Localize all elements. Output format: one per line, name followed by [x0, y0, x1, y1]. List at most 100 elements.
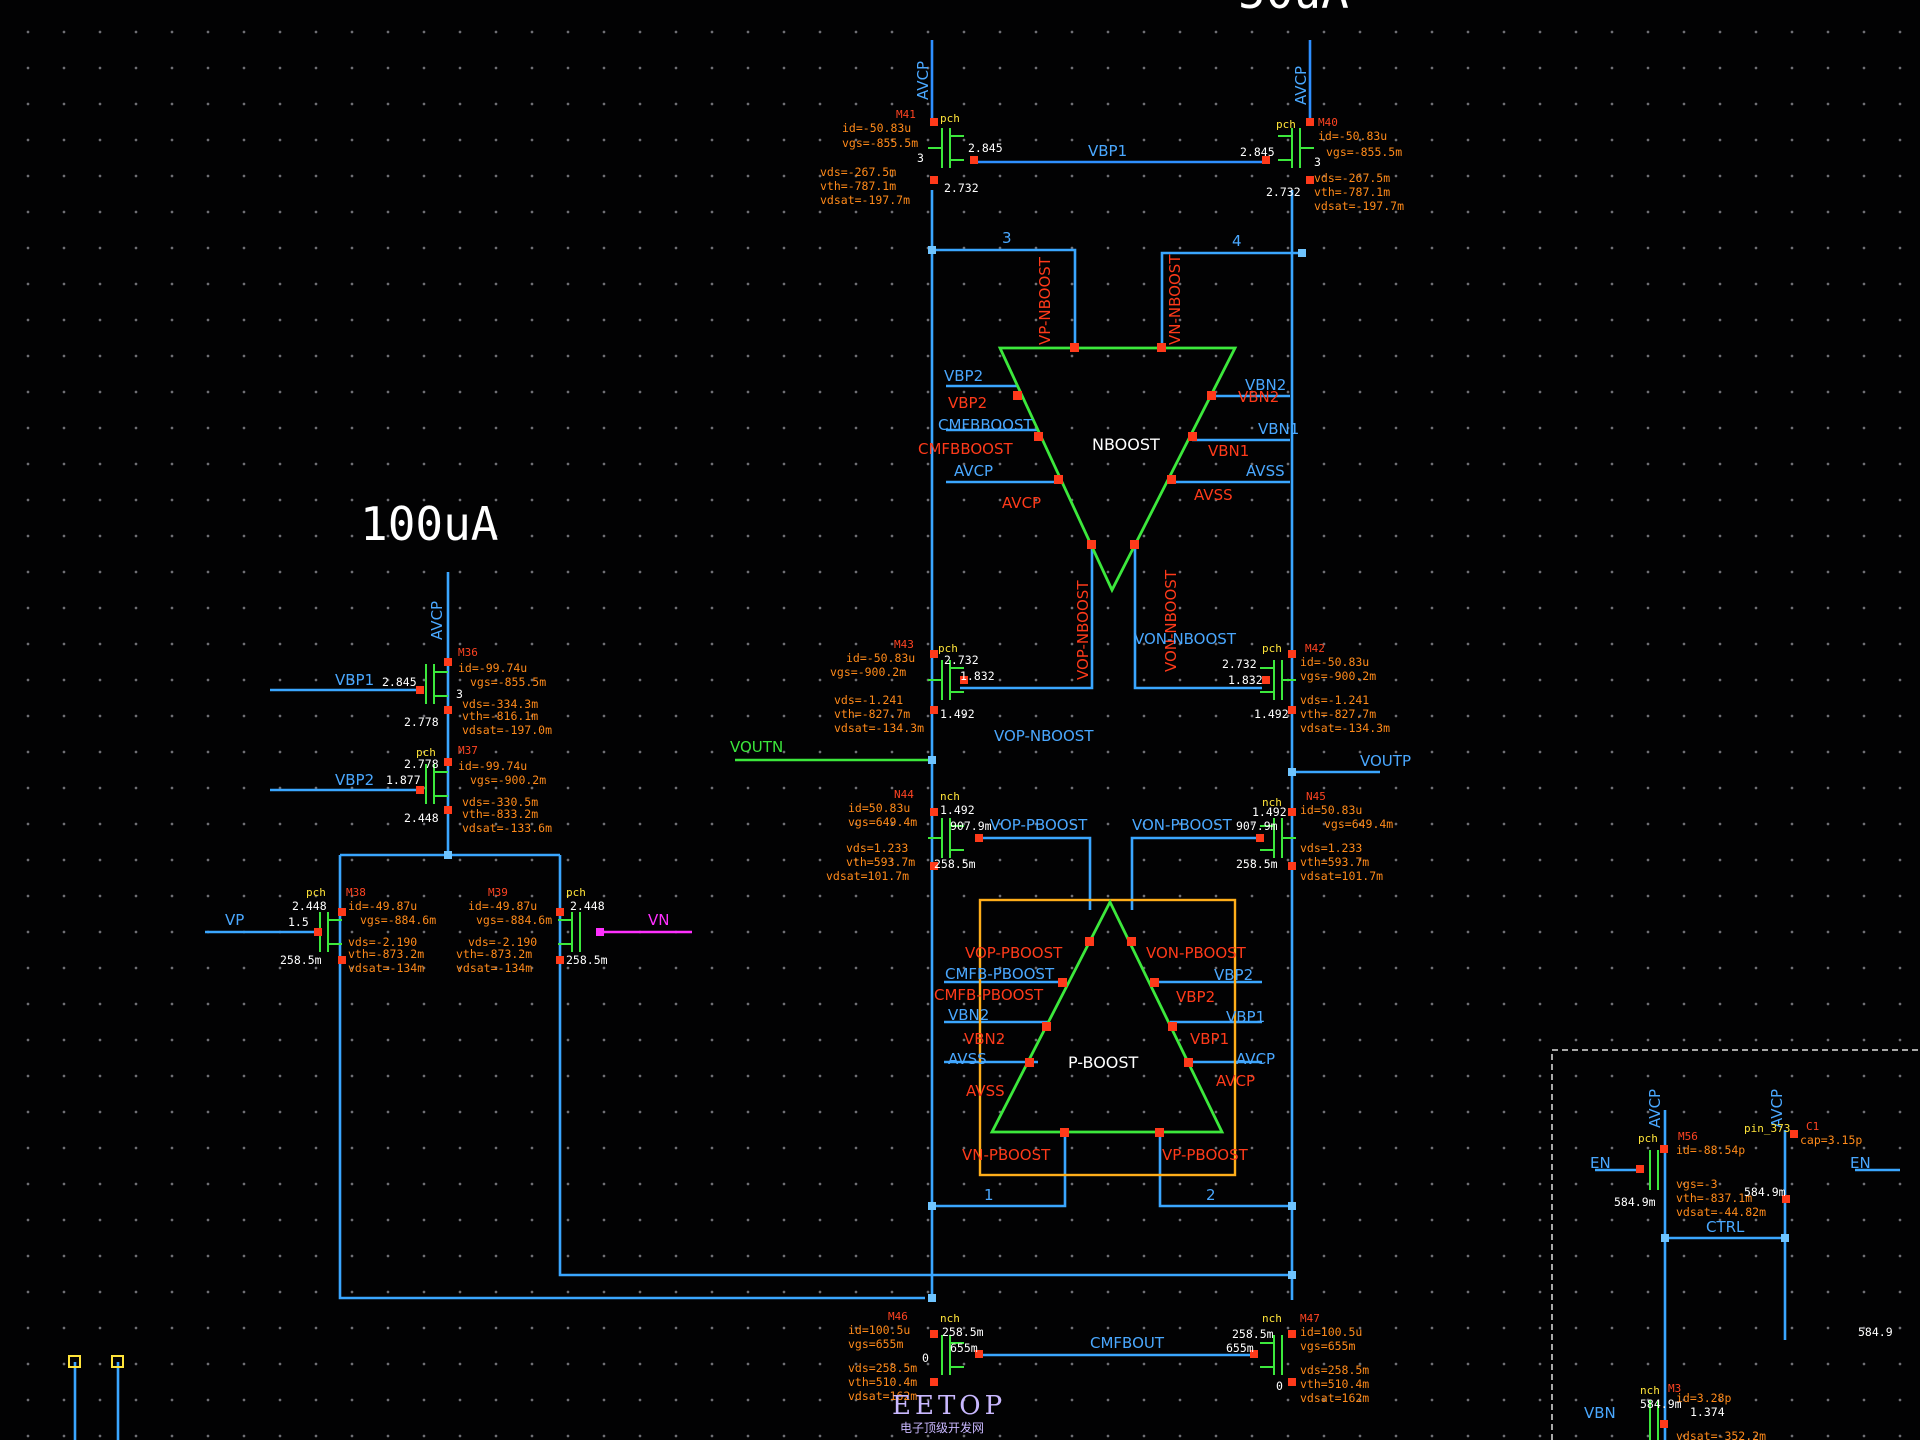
corner-subcircuit[interactable]: EN EN CTRL AVCP AVCP M56 pch id=-88.54p … — [1584, 1089, 1893, 1440]
net-1-label: 1 — [984, 1186, 994, 1204]
device-m43[interactable]: M43 pch id=-50.83u vgs=-900.2m vds=-1.24… — [830, 638, 995, 735]
svg-text:CTRL: CTRL — [1706, 1218, 1745, 1236]
svg-text:2.778: 2.778 — [404, 715, 439, 729]
svg-text:655m: 655m — [950, 1341, 978, 1355]
svg-text:655m: 655m — [1226, 1341, 1254, 1355]
nboost-symbol[interactable] — [997, 346, 1238, 594]
svg-text:pch: pch — [1276, 118, 1296, 131]
device-n44[interactable]: N44 nch id=50.83u vgs=649.4m vds=1.233 v… — [826, 788, 992, 883]
pboost-pin-vbp1: VBP1 — [1226, 1008, 1265, 1026]
pboost-pin-vbp2-red: VBP2 — [1176, 988, 1215, 1006]
svg-text:vgs=655m: vgs=655m — [848, 1337, 903, 1351]
nboost-pin-cmfbboost: CMFBBOOST — [938, 416, 1033, 434]
svg-text:M37: M37 — [458, 744, 478, 757]
device-m46[interactable]: M46 nch id=100.5u vgs=655m vds=258.5m vt… — [848, 1310, 984, 1403]
svg-text:584.9m: 584.9m — [1640, 1397, 1682, 1411]
vp-label: VP — [225, 911, 244, 929]
svg-text:1.492: 1.492 — [1252, 805, 1287, 819]
vbp1-top-label: VBP1 — [1088, 142, 1127, 160]
svg-text:vds=-334.3m: vds=-334.3m — [462, 697, 538, 711]
pboost-symbol[interactable] — [989, 898, 1225, 1134]
device-m38[interactable]: M38 pch id=-49.87u vgs=-884.6m vds=-2.19… — [280, 886, 436, 975]
nboost-pin-vbn2-red: VBN2 — [1238, 388, 1279, 406]
svg-text:2.448: 2.448 — [404, 811, 439, 825]
svg-text:EN: EN — [1850, 1154, 1871, 1172]
svg-text:0: 0 — [1276, 1379, 1283, 1393]
svg-text:vds=1.233: vds=1.233 — [1300, 841, 1362, 855]
svg-text:M3: M3 — [1668, 1382, 1681, 1395]
device-m40[interactable]: M40 pch id=-50.83u vgs=-855.5m vds=-267.… — [1240, 116, 1404, 213]
svg-text:2.845: 2.845 — [968, 141, 1003, 155]
svg-text:vth=-827.7m: vth=-827.7m — [1300, 707, 1376, 721]
device-n45[interactable]: N45 nch id=50.83u vgs=649.4m vds=1.233 v… — [1236, 790, 1393, 883]
pboost-pin-vbp2: VBP2 — [1214, 966, 1253, 984]
pboost-highlight-box — [978, 898, 1237, 1177]
svg-text:vds=258.5m: vds=258.5m — [848, 1361, 917, 1375]
svg-text:vgs=649.4m: vgs=649.4m — [1324, 817, 1393, 831]
svg-text:vdsat=162m: vdsat=162m — [848, 1389, 917, 1403]
svg-text:pch: pch — [1638, 1132, 1658, 1145]
pboost-pin-vbn2-red: VBN2 — [964, 1030, 1005, 1048]
svg-text:vdsat=-197.7m: vdsat=-197.7m — [1314, 199, 1404, 213]
svg-text:vth=-816.1m: vth=-816.1m — [462, 709, 538, 723]
device-m42[interactable]: M42 pch id=-50.83u vgs=-900.2m vds=-1.24… — [1222, 642, 1390, 735]
avcp-label-left: AVCP — [914, 61, 932, 100]
svg-text:vdsat=-134m: vdsat=-134m — [348, 961, 424, 975]
svg-text:vdsat=-44.82m: vdsat=-44.82m — [1676, 1205, 1766, 1219]
svg-text:vth=-787.1m: vth=-787.1m — [1314, 185, 1390, 199]
svg-text:3: 3 — [456, 687, 463, 701]
svg-text:258.5m: 258.5m — [566, 953, 608, 967]
device-m47[interactable]: M47 nch id=100.5u vgs=655m vds=258.5m vt… — [1226, 1312, 1369, 1405]
svg-text:2.778: 2.778 — [404, 757, 439, 771]
svg-text:1.492: 1.492 — [940, 803, 975, 817]
device-m37[interactable]: M37 pch id=-99.74u vgs=-900.2m vds=-330.… — [386, 744, 552, 835]
nboost-bot-right-pin: VON-NBOOST — [1162, 569, 1180, 672]
net-4-label: 4 — [1232, 232, 1242, 250]
svg-text:vgs=-900.2m: vgs=-900.2m — [830, 665, 906, 679]
current-label-100ua: 100uA — [360, 497, 498, 551]
svg-text:M56: M56 — [1678, 1130, 1698, 1143]
svg-text:258.5m: 258.5m — [942, 1325, 984, 1339]
junction-dots — [444, 246, 1789, 1302]
svg-text:id=50.83u: id=50.83u — [848, 801, 910, 815]
pboost-pin-avss: AVSS — [948, 1050, 987, 1068]
svg-text:1.832: 1.832 — [960, 669, 995, 683]
nboost-bot-right-pin-b: VON-NBOOST — [1134, 630, 1237, 648]
pboost-bot-left-pin: VN-PBOOST — [962, 1146, 1051, 1164]
svg-text:nch: nch — [1640, 1384, 1660, 1397]
svg-text:N45: N45 — [1306, 790, 1326, 803]
title-50ua-right: 50uA — [1238, 0, 1349, 19]
device-m41[interactable]: M41 pch id=-50.83u vgs=-855.5m vds=-267.… — [820, 108, 1003, 207]
svg-text:vth=510.4m: vth=510.4m — [1300, 1377, 1369, 1391]
nboost-top-right-pin: VN-NBOOST — [1166, 254, 1184, 345]
eetop-watermark: EETOP 电子顶级开发网 — [892, 1391, 1002, 1435]
svg-text:vth=593.7m: vth=593.7m — [1300, 855, 1369, 869]
svg-text:id=-88.54p: id=-88.54p — [1676, 1143, 1745, 1157]
svg-text:AVCP: AVCP — [1646, 1089, 1664, 1128]
svg-text:nch: nch — [940, 1312, 960, 1325]
pboost-pin-vbp1-red: VBP1 — [1190, 1030, 1229, 1048]
device-m39[interactable]: M39 pch id=-49.87u vgs=-884.6m vds=-2.19… — [456, 886, 608, 975]
svg-text:vth=-873.2m: vth=-873.2m — [348, 947, 424, 961]
svg-text:M36: M36 — [458, 646, 478, 659]
svg-text:584.9m: 584.9m — [1614, 1195, 1656, 1209]
pin-markers — [314, 118, 1798, 1428]
svg-text:584.9m: 584.9m — [1744, 1185, 1786, 1199]
svg-text:vdsat=-352.2m: vdsat=-352.2m — [1676, 1429, 1766, 1440]
svg-text:pch: pch — [940, 112, 960, 125]
device-m36[interactable]: M36 id=-99.74u vgs=-855.5m vds=-334.3m v… — [382, 646, 552, 737]
svg-text:2.732: 2.732 — [1266, 185, 1301, 199]
svg-text:1.5: 1.5 — [288, 915, 309, 929]
svg-text:vdsat=-197.0m: vdsat=-197.0m — [462, 723, 552, 737]
nboost-pin-avcp-red: AVCP — [1002, 494, 1041, 512]
svg-text:1.492: 1.492 — [1254, 707, 1289, 721]
nboost-pin-vbn1-red: VBN1 — [1208, 442, 1249, 460]
svg-text:vdsat=-134.3m: vdsat=-134.3m — [834, 721, 924, 735]
svg-text:id=-50.83u: id=-50.83u — [1300, 655, 1369, 669]
nboost-pin-vbp2: VBP2 — [944, 367, 983, 385]
nboost-pin-avss: AVSS — [1246, 462, 1285, 480]
svg-text:M43: M43 — [894, 638, 914, 651]
svg-text:2.732: 2.732 — [944, 181, 979, 195]
vop-pboost-mid-label: VOP-PBOOST — [990, 816, 1088, 834]
